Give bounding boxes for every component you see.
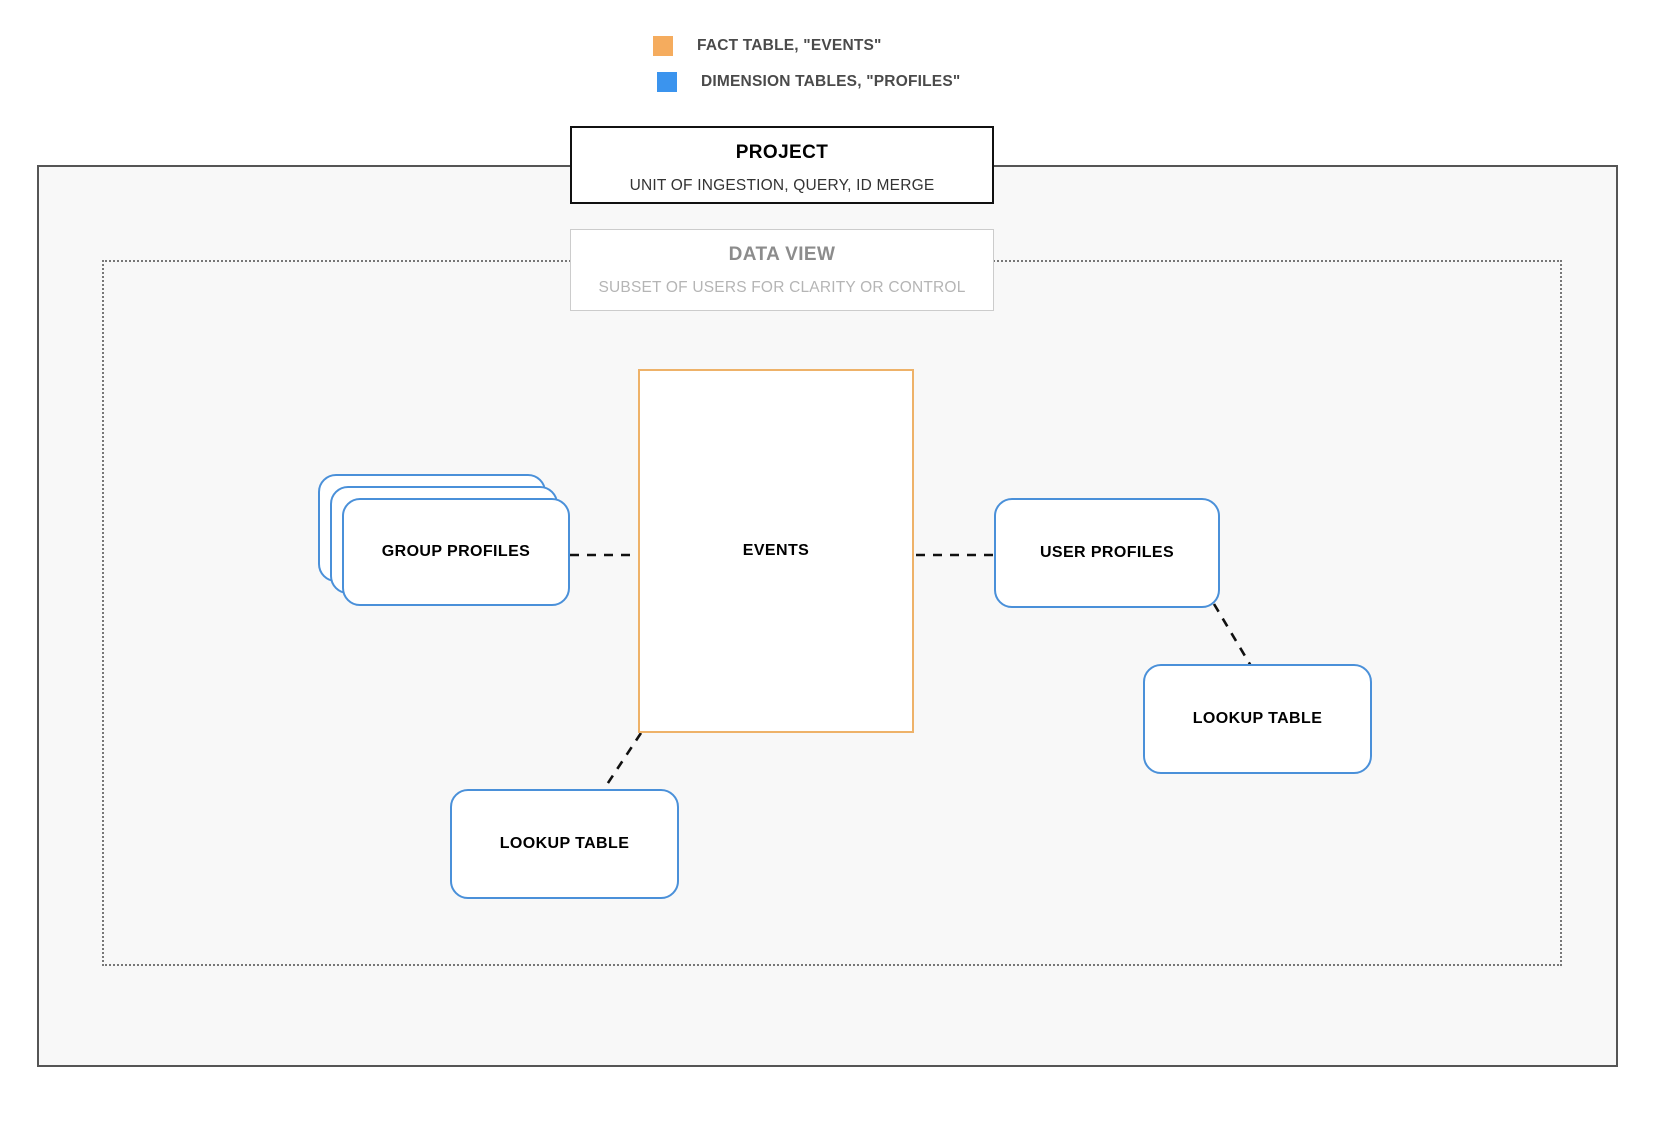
node-events[interactable]: EVENTS <box>638 369 914 733</box>
node-lookup-table-left[interactable]: LOOKUP TABLE <box>450 789 679 899</box>
node-label: LOOKUP TABLE <box>1192 710 1323 727</box>
stack-card-front[interactable]: GROUP PROFILES <box>342 498 570 606</box>
node-lookup-table-right[interactable]: LOOKUP TABLE <box>1143 664 1372 774</box>
square-swatch-icon <box>653 36 673 56</box>
data-view-title: DATA VIEW <box>728 244 836 265</box>
node-label: EVENTS <box>742 542 810 559</box>
legend: FACT TABLE, "EVENTS" DIMENSION TABLES, "… <box>0 28 1664 100</box>
node-label: GROUP PROFILES <box>381 543 531 560</box>
node-label: LOOKUP TABLE <box>499 835 630 852</box>
data-view-subtitle: SUBSET OF USERS FOR CLARITY OR CONTROL <box>598 279 966 296</box>
legend-item-label: DIMENSION TABLES, "PROFILES" <box>701 73 961 90</box>
node-user-profiles[interactable]: USER PROFILES <box>994 498 1220 608</box>
square-swatch-icon <box>657 72 677 92</box>
project-header-card: PROJECT UNIT OF INGESTION, QUERY, ID MER… <box>570 126 994 204</box>
project-subtitle: UNIT OF INGESTION, QUERY, ID MERGE <box>629 177 935 194</box>
data-view-header-card: DATA VIEW SUBSET OF USERS FOR CLARITY OR… <box>570 229 994 311</box>
node-group-profiles[interactable]: GROUP PROFILES <box>318 474 570 606</box>
project-title: PROJECT <box>735 142 829 163</box>
node-label: USER PROFILES <box>1039 544 1175 561</box>
legend-item-label: FACT TABLE, "EVENTS" <box>697 37 882 54</box>
legend-item-dimension-tables: DIMENSION TABLES, "PROFILES" <box>0 64 1664 100</box>
legend-item-fact-table: FACT TABLE, "EVENTS" <box>0 28 1664 64</box>
